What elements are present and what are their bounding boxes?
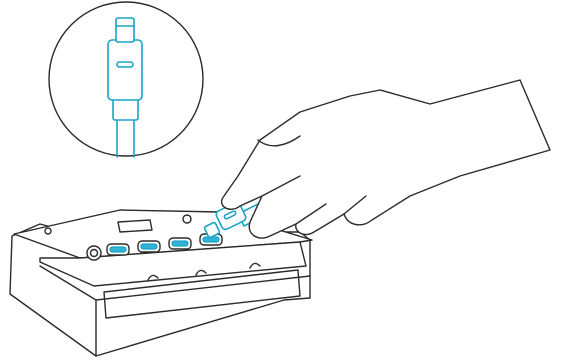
usb-c-port-icon xyxy=(138,241,160,252)
usb-c-connector-zoom-icon xyxy=(49,2,203,157)
hand-icon xyxy=(222,80,550,238)
usb-c-port-icon xyxy=(169,238,191,249)
usb-c-port-icon xyxy=(107,244,129,255)
